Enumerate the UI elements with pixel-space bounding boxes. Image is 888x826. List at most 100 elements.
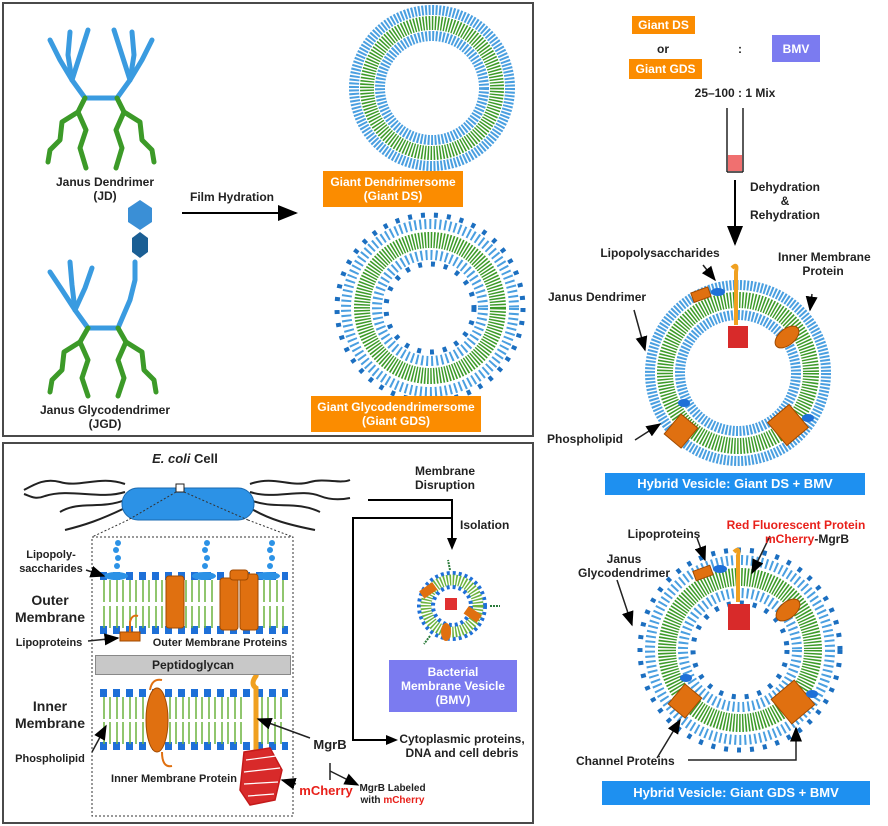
mgrb-labeled-line1: MgrB Labeled (359, 783, 426, 794)
hds-imp-line2: Protein (802, 264, 844, 278)
bmv-vesicle (417, 559, 500, 645)
inner-protein-tails (149, 678, 173, 768)
hybrid-gds-vesicle (637, 547, 843, 753)
jgd-label: Janus Glycodendrimer (JGD) (20, 403, 190, 431)
lps-line1: Lipopoly- (26, 549, 76, 561)
flagella (23, 479, 351, 531)
hds-lps-label: Lipopolysaccharides (600, 246, 720, 260)
phospholipid-label: Phospholipid (15, 753, 85, 765)
hgds-janus-line2: Glycodendrimer (577, 566, 671, 580)
inner-membrane-line2: Membrane (14, 715, 86, 731)
giant-gds-label: Giant Glycodendrimersome (Giant GDS) (311, 396, 481, 432)
inner-membrane-label: Inner Membrane (10, 698, 90, 732)
outer-membrane-line1: Outer (31, 592, 69, 608)
ecoli-cell-body (121, 487, 255, 521)
zoom-region-marker (175, 483, 185, 493)
mix-or: or (657, 42, 669, 56)
membrane-disruption-label: Membrane Disruption (400, 464, 490, 492)
hds-imp-line1: Inner Membrane (778, 250, 871, 264)
mix-ratio: 25–100 : 1 Mix (694, 86, 776, 100)
janus-dendrimer-molecule (45, 27, 157, 171)
mix-option-giant-ds: Giant DS (632, 16, 695, 34)
bmv-line2: Membrane Vesicle (400, 679, 506, 693)
bmv-box: Bacterial Membrane Vesicle (BMV) (389, 660, 517, 712)
lipoproteins-label: Lipoproteins (15, 637, 83, 649)
panel-self-assembly (2, 2, 534, 437)
hgds-lipoproteins-label: Lipoproteins (627, 527, 701, 541)
outer-membrane-line2: Membrane (14, 609, 86, 625)
giant-gds-line2: (Giant GDS) (362, 414, 430, 428)
mcherry-barrel (239, 747, 283, 806)
ecoli-italic: E. coli (152, 451, 191, 466)
hgds-mcherry: mCherry (764, 532, 815, 546)
peptidoglycan-layer: Peptidoglycan (95, 655, 291, 675)
giant-ds-label: Giant Dendrimersome (Giant DS) (323, 171, 463, 207)
giant-ds-line2: (Giant DS) (363, 189, 423, 203)
hgds-janus-line1: Janus (606, 552, 642, 566)
bmv-line1: Bacterial (427, 665, 479, 679)
hds-phospholipid-label: Phospholipid (547, 432, 623, 446)
jd-abbr: (JD) (93, 189, 117, 203)
hybrid-ds-title: Hybrid Vesicle: Giant DS + BMV (605, 473, 865, 495)
isolation-process-arrows (352, 499, 453, 741)
panel-bmv-isolation (2, 442, 534, 824)
hybrid-ds-vesicle (645, 263, 831, 466)
hgds-mcherry-mgrb-label: mCherry-MgrB (752, 532, 862, 546)
lps-line2: saccharides (19, 563, 83, 575)
jd-label: Janus Dendrimer (JD) (40, 175, 170, 203)
jd-name: Janus Dendrimer (55, 175, 155, 189)
jgd-name: Janus Glycodendrimer (39, 403, 171, 417)
hgds-mgrb: -MgrB (814, 532, 850, 546)
mgrb-labeled-note: MgrB Labeled with mCherry (355, 783, 430, 807)
step-line3: Rehydration (749, 208, 820, 222)
hybrid-ds-label-arrows (633, 264, 818, 441)
bmv-line3: (BMV) (435, 693, 471, 707)
giant-ds-line1: Giant Dendrimersome (330, 175, 456, 189)
giant-gds-vesicle (334, 212, 526, 404)
step-line1: Dehydration (749, 180, 820, 194)
inner-membrane-line1: Inner (32, 698, 68, 714)
step-line2: & (780, 194, 790, 208)
hybrid-gds-title: Hybrid Vesicle: Giant GDS + BMV (602, 781, 870, 805)
outer-membrane-proteins (165, 569, 259, 631)
hgds-janus-label: Janus Glycodendrimer (574, 552, 674, 580)
giant-gds-line1: Giant Glycodendrimersome (317, 400, 475, 414)
mgrb-labeled-mcherry: mCherry (383, 795, 425, 806)
hybrid-gds-label-arrows (616, 535, 802, 761)
sugar-hexagon-dark (132, 232, 148, 258)
mcherry-label: mCherry (299, 783, 353, 798)
jgd-abbr: (JGD) (88, 417, 122, 431)
lipoprotein-anchor (129, 614, 139, 632)
hds-imp-label: Inner Membrane Protein (778, 250, 871, 278)
debris-line2: DNA and cell debris (405, 746, 519, 760)
membrane-label-arrows (85, 566, 360, 790)
hgds-rfp-label: Red Fluorescent Protein (726, 518, 866, 532)
membrane-disruption-line1: Membrane (414, 464, 476, 478)
membrane-disruption-line2: Disruption (415, 478, 475, 492)
mgrb-labeled-with: with (360, 795, 381, 806)
debris-arrowhead (386, 735, 398, 745)
debris-line1: Cytoplasmic proteins, (399, 732, 525, 746)
inner-membrane-protein-label: Inner Membrane Protein (111, 773, 237, 785)
ecoli-cell-title: E. coli Cell (130, 452, 240, 466)
mix-colon: : (738, 42, 742, 56)
zoom-guide-lines (91, 491, 294, 817)
mix-bmv: BMV (772, 35, 820, 62)
mixing-tube (726, 108, 744, 173)
film-hydration-label: Film Hydration (189, 190, 274, 204)
mgrb-label: MgrB (313, 737, 347, 752)
debris-label: Cytoplasmic proteins, DNA and cell debri… (396, 732, 528, 760)
giant-ds-vesicle (349, 5, 515, 171)
mix-option-giant-gds: Giant GDS (629, 59, 702, 79)
ecoli-cell-word: Cell (194, 451, 218, 466)
outer-membrane-proteins-label: Outer Membrane Proteins (152, 637, 288, 649)
hds-janus-label: Janus Dendrimer (548, 290, 647, 304)
sugar-hexagon-light (128, 200, 152, 230)
rehydration-step-label: Dehydration & Rehydration (742, 180, 828, 222)
hgds-channel-proteins-label: Channel Proteins (576, 754, 675, 768)
lps-label: Lipopoly- saccharides (16, 548, 86, 576)
isolation-label: Isolation (460, 518, 510, 532)
outer-membrane-label: Outer Membrane (10, 592, 90, 626)
inner-membrane-protein (145, 687, 169, 753)
